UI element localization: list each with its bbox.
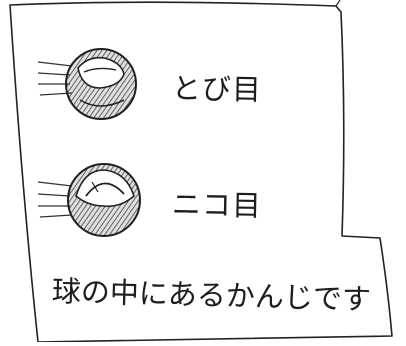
caption-text: 球の中にあるかんじです [51,274,372,317]
eye-label-tobime: とび目 [171,71,263,107]
card-border [9,1,393,343]
card-border-corner [335,0,341,7]
eye-1-drawing [37,48,137,120]
eye-label-nikome: ニコ目 [171,187,263,223]
eye-2-drawing [37,163,141,237]
